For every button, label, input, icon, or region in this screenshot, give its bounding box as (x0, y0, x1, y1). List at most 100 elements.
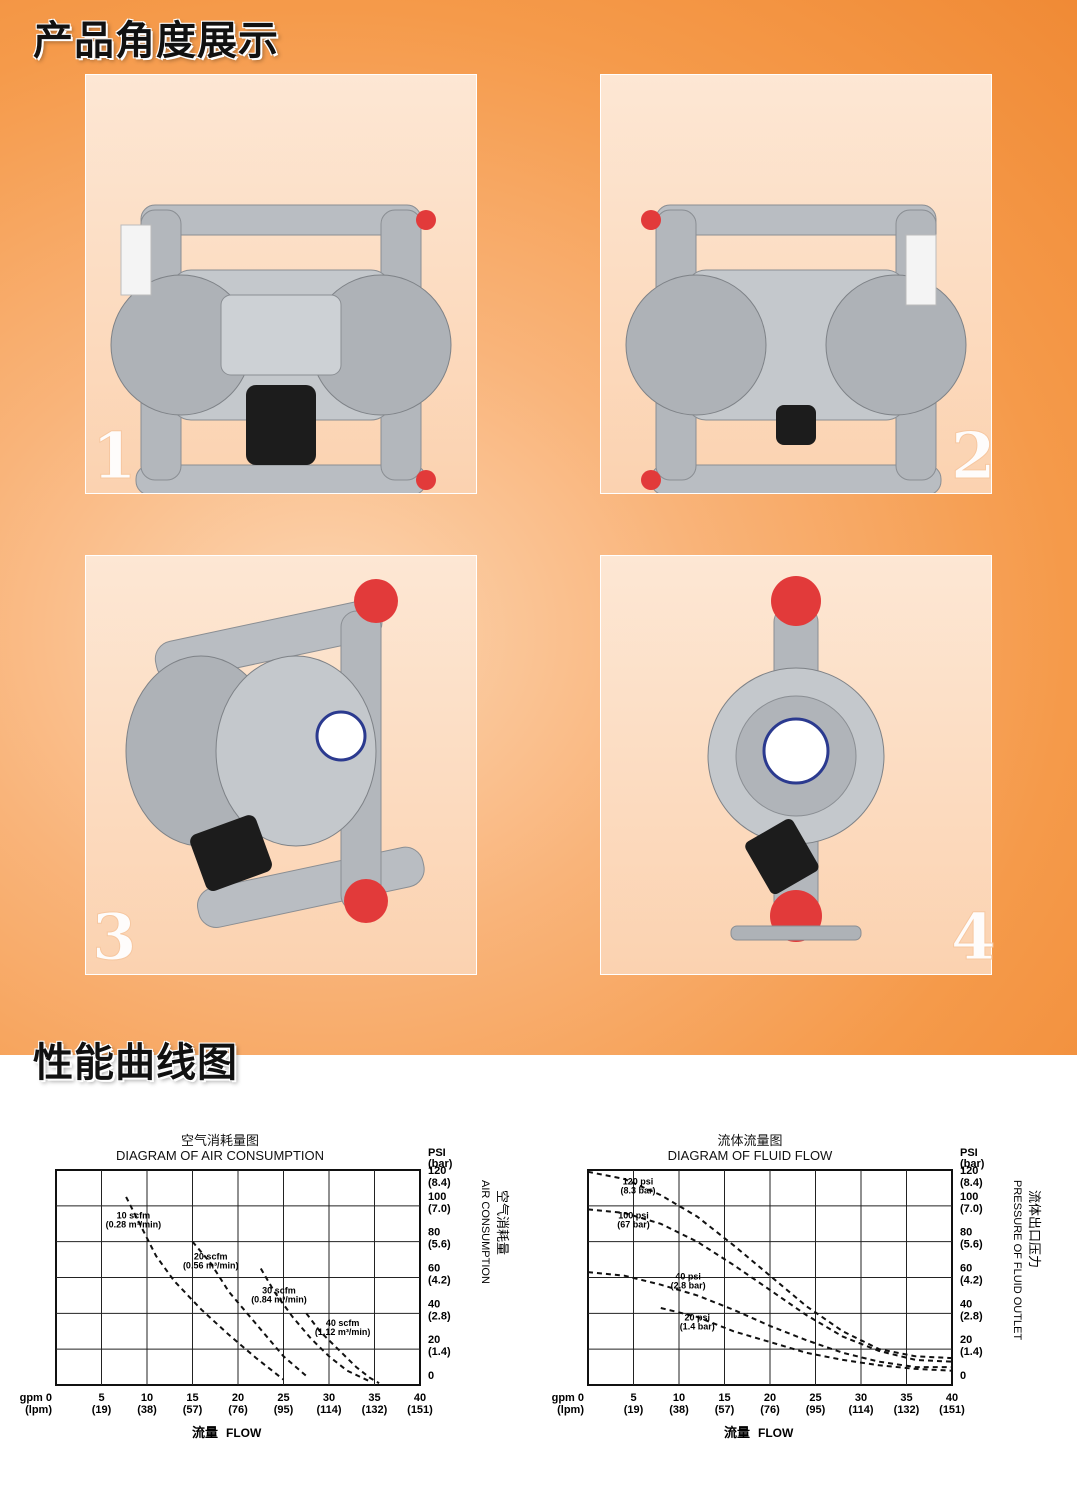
series-label-sub: (0.84 m³/min) (251, 1295, 307, 1305)
x-tick-lpm: (132) (362, 1404, 388, 1416)
series-label-sub: (0.56 m³/min) (183, 1261, 239, 1271)
photo-number-2: 2 (951, 419, 997, 495)
y-label-cn: 流体出口压力 (1027, 1190, 1042, 1268)
x-tick-lpm: (95) (274, 1404, 294, 1416)
x-tick-lpm: (132) (894, 1404, 920, 1416)
series-label-sub: (8.3 bar) (621, 1185, 656, 1195)
photo-card-2: 2 (600, 74, 996, 496)
y-tick-psi: 40 (960, 1298, 972, 1310)
x-tick-gpm: 25 (277, 1392, 289, 1404)
y-tick-psi: 100 (960, 1191, 978, 1203)
series-label-sub: (67 bar) (617, 1219, 650, 1229)
fluid-chart-title: 流体流量图 DIAGRAM OF FLUID FLOW (620, 1133, 880, 1163)
y-tick-psi: 0 (428, 1370, 434, 1382)
x-tick-gpm: 30 (323, 1392, 335, 1404)
photo-card-4: 4 (600, 555, 996, 976)
y-tick-bar: (1.4) (960, 1346, 983, 1358)
y-unit-bar: (bar) (960, 1158, 985, 1170)
air-chart-title-cn: 空气消耗量图 (180, 1133, 259, 1148)
y-tick-psi: 80 (428, 1227, 440, 1239)
series-line (587, 1271, 952, 1369)
x-tick-gpm: 10 (141, 1392, 153, 1404)
y-label-en: PRESSURE OF FLUID OUTLET (1011, 1180, 1023, 1340)
x-tick-lpm: (lpm) (25, 1404, 52, 1416)
photo-number-4: 4 (951, 900, 997, 976)
x-tick-lpm: (76) (760, 1404, 780, 1416)
x-tick-gpm: 40 (414, 1392, 426, 1404)
product-angle-title: 产品角度展示 (33, 18, 279, 64)
y-tick-bar: (1.4) (428, 1346, 451, 1358)
x-label-en: FLOW (758, 1426, 794, 1440)
x-tick-gpm: 5 (630, 1392, 636, 1404)
y-tick-psi: 0 (960, 1370, 966, 1382)
x-label-en: FLOW (226, 1426, 262, 1440)
y-tick-psi: 80 (960, 1227, 972, 1239)
y-tick-psi: 120 (428, 1165, 446, 1177)
series-label-sub: (0.28 m³/min) (106, 1219, 162, 1229)
x-tick-lpm: (151) (939, 1404, 965, 1416)
x-tick-gpm: 20 (232, 1392, 244, 1404)
pump-side-image (707, 576, 885, 942)
y-unit-bar: (bar) (428, 1158, 453, 1170)
series-label: 100 psi (618, 1210, 649, 1220)
series-label: 30 scfm (262, 1286, 296, 1296)
series-label-sub: (1.12 m³/min) (315, 1327, 371, 1337)
y-tick-bar: (4.2) (428, 1275, 451, 1287)
y-tick-psi: 60 (960, 1263, 972, 1275)
y-unit-psi: PSI (428, 1147, 446, 1159)
y-tick-bar: (7.0) (960, 1203, 983, 1215)
air-chart-title: 空气消耗量图 DIAGRAM OF AIR CONSUMPTION (90, 1133, 350, 1163)
y-tick-bar: (2.8) (960, 1310, 983, 1322)
fluid-chart-title-cn: 流体流量图 (717, 1133, 783, 1148)
x-tick-gpm: 15 (718, 1392, 730, 1404)
x-tick-lpm: (38) (669, 1404, 689, 1416)
series-line (191, 1241, 307, 1377)
y-label-cn: 空气消耗量 (495, 1190, 510, 1255)
x-tick-lpm: (19) (92, 1404, 112, 1416)
series-line (587, 1208, 953, 1363)
y-tick-psi: 100 (428, 1191, 446, 1203)
photo-card-3: 3 (85, 555, 477, 976)
air-consumption-chart: PSI(bar)120(8.4)100(7.0)80(5.6)60(4.2)40… (20, 1147, 510, 1440)
pump-back-image (625, 204, 967, 496)
y-tick-bar: (5.6) (960, 1239, 983, 1251)
x-tick-gpm: 40 (946, 1392, 958, 1404)
x-tick-gpm: 5 (98, 1392, 104, 1404)
x-tick-gpm: 30 (855, 1392, 867, 1404)
series-line (305, 1312, 380, 1385)
performance-curve-title: 性能曲线图 (33, 1040, 238, 1086)
photo-number-3: 3 (92, 900, 138, 976)
y-label-en: AIR CONSUMPTION (479, 1180, 491, 1284)
pump-front-image (110, 204, 452, 496)
x-label-cn: 流量 (192, 1425, 218, 1440)
x-tick-lpm: (57) (183, 1404, 203, 1416)
x-tick-gpm: 25 (809, 1392, 821, 1404)
x-tick-gpm: 15 (186, 1392, 198, 1404)
fluid-chart-title-en: DIAGRAM OF FLUID FLOW (667, 1148, 833, 1163)
x-tick-lpm: (19) (624, 1404, 644, 1416)
series-label-sub: (1.4 bar) (680, 1322, 715, 1332)
x-tick-lpm: (151) (407, 1404, 433, 1416)
y-tick-psi: 20 (960, 1334, 972, 1346)
series-label: 40 scfm (326, 1318, 360, 1328)
y-tick-bar: (4.2) (960, 1275, 983, 1287)
series-line (587, 1170, 953, 1360)
y-tick-psi: 40 (428, 1298, 440, 1310)
x-tick-lpm: (38) (137, 1404, 157, 1416)
y-unit-psi: PSI (960, 1147, 978, 1159)
x-label-cn: 流量 (724, 1425, 750, 1440)
x-tick-lpm: (57) (715, 1404, 735, 1416)
series-label: 20 scfm (194, 1252, 228, 1262)
photo-number-1: 1 (92, 419, 138, 495)
y-tick-psi: 60 (428, 1263, 440, 1275)
y-tick-psi: 120 (960, 1165, 978, 1177)
air-chart-title-en: DIAGRAM OF AIR CONSUMPTION (115, 1148, 324, 1163)
series-label: 10 scfm (117, 1210, 151, 1220)
y-tick-bar: (5.6) (428, 1239, 451, 1251)
series-label: 120 psi (623, 1176, 654, 1186)
x-tick-gpm: 35 (368, 1392, 380, 1404)
series-label-sub: (2.8 bar) (671, 1280, 706, 1290)
y-tick-bar: (2.8) (428, 1310, 451, 1322)
y-tick-bar: (7.0) (428, 1203, 451, 1215)
y-tick-bar: (8.4) (960, 1177, 983, 1189)
